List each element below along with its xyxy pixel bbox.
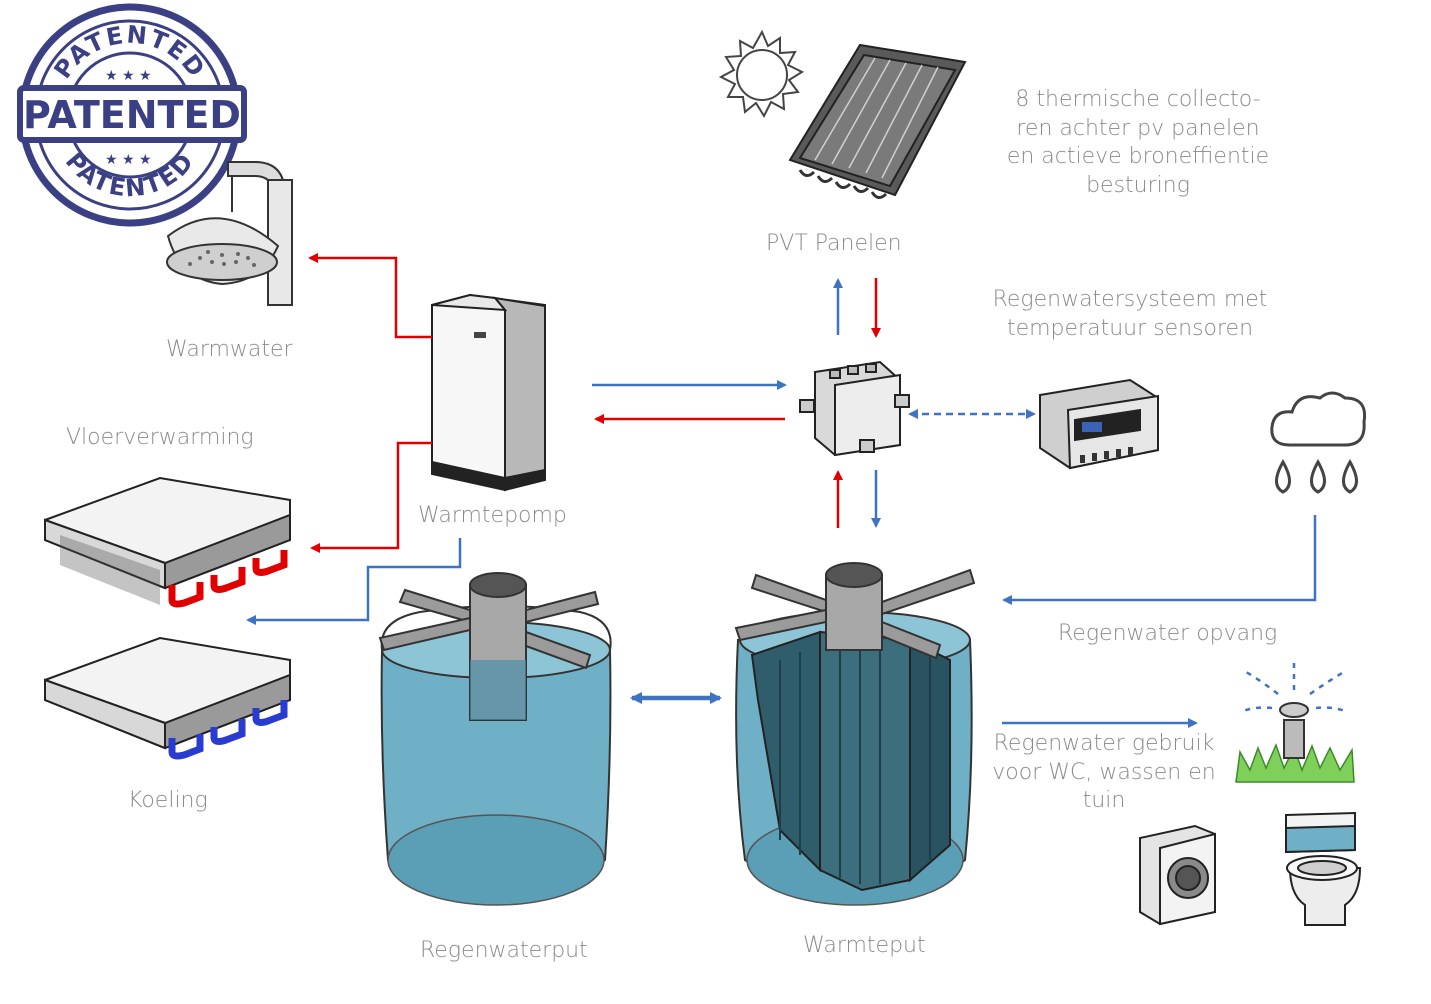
- collectors-desc-line-3: en actieve broneffientie: [1006, 144, 1270, 170]
- label-regenwaterput: Regenwaterput: [420, 938, 588, 963]
- cooling-unit-icon: [44, 636, 291, 760]
- label-regenwater-gebruik: Regenwater gebruik voor WC, wassen en tu…: [984, 730, 1224, 816]
- washing-machine-icon: [1139, 824, 1216, 926]
- regenwatersysteem-line-1: Regenwatersysteem met: [992, 287, 1268, 312]
- rainwater-tank-icon: [378, 572, 612, 906]
- arrow-warmwater: [308, 253, 432, 339]
- regenwatersysteem-line-2: temperatuur sensoren: [1006, 315, 1254, 341]
- arrow-vloerverwarming: [310, 441, 432, 553]
- patent-stamp-icon: PATENTED PATENTED PATENTED ★ ★ ★ ★ ★ ★: [17, 3, 247, 227]
- label-regenwater-opvang: Regenwater opvang: [1058, 621, 1278, 646]
- label-vloerverwarming: Vloerverwarming: [66, 425, 254, 450]
- heat-pump-icon: [431, 293, 546, 492]
- arrow-regenwater-opvang: [1002, 515, 1317, 605]
- solar-panel-icon: [788, 43, 967, 199]
- sprinkler-icon: [1235, 660, 1355, 783]
- label-regenwatersysteem: Regenwatersysteem met temperatuur sensor…: [980, 286, 1280, 343]
- svg-text:★ ★ ★: ★ ★ ★: [105, 152, 152, 168]
- regenwater-gebruik-line-3: tuin: [1082, 788, 1126, 814]
- toilet-icon: [1285, 811, 1362, 926]
- arrow-koeling: [246, 538, 462, 625]
- control-box-icon: [1039, 378, 1159, 470]
- collectors-desc-line-2: ren achter pv panelen: [1016, 115, 1260, 141]
- regenwater-gebruik-line-1: Regenwater gebruik: [993, 731, 1215, 756]
- sun-icon: [718, 29, 805, 119]
- shower-head-icon: [166, 161, 293, 306]
- regenwater-gebruik-line-2: voor WC, wassen en: [992, 759, 1216, 785]
- label-koeling: Koeling: [128, 788, 208, 813]
- heat-well-icon: [734, 562, 976, 906]
- collectors-desc-line-1: 8 thermische collecto-: [1015, 87, 1261, 112]
- svg-text:★ ★ ★: ★ ★ ★: [105, 68, 152, 84]
- label-warmtepomp: Warmtepomp: [418, 503, 567, 528]
- label-warmteput: Warmteput: [803, 933, 926, 958]
- floor-heating-icon: [44, 476, 291, 608]
- label-collectors-desc: 8 thermische collecto- ren achter pv pan…: [996, 86, 1280, 200]
- label-pvt-panelen: PVT Panelen: [766, 231, 902, 256]
- controller-icon: [799, 360, 910, 457]
- flow-arrows: [246, 253, 1317, 728]
- rain-cloud-icon: [1270, 391, 1367, 494]
- collectors-desc-line-4: besturing: [1086, 172, 1190, 198]
- stamp-main-text: PATENTED: [23, 93, 241, 137]
- label-warmwater: Warmwater: [166, 337, 293, 362]
